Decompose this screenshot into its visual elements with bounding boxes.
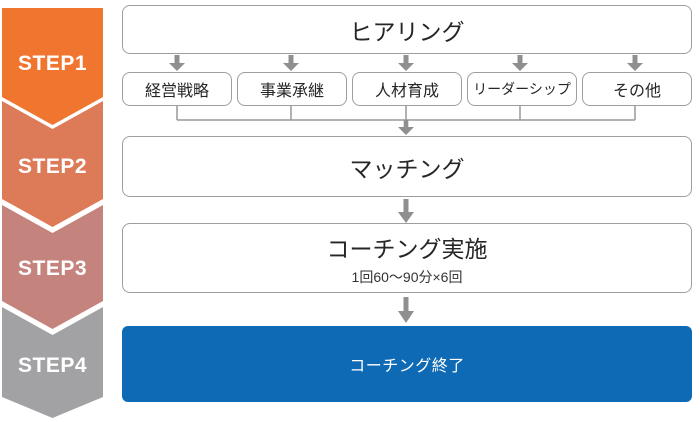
arrow-down-icon: [283, 55, 299, 71]
arrow-down-icon: [398, 199, 414, 223]
hearing-title: ヒアリング: [349, 18, 465, 45]
step4-label: STEP4: [17, 354, 88, 377]
category-box-hr-development: 人材育成: [352, 72, 462, 106]
step3-label: STEP3: [17, 257, 88, 280]
step2-chevron: [2, 101, 103, 227]
step1-label: STEP1: [17, 52, 88, 75]
arrow-down-icon: [627, 55, 643, 71]
coaching-box: コーチング実施 1回60〜90分×6回: [122, 223, 692, 293]
category-box-leadership: リーダーシップ: [467, 72, 577, 106]
category-box-other: その他: [582, 72, 692, 106]
category-box-business-succession: 事業承継: [237, 72, 347, 106]
step-chevron-column: [2, 8, 103, 418]
category-box-management-strategy: 経営戦略: [122, 72, 232, 106]
arrow-down-icon: [169, 55, 185, 71]
coaching-end-title: コーチング終了: [349, 358, 465, 375]
coaching-subtitle: 1回60〜90分×6回: [351, 268, 463, 285]
matching-title: マッチング: [349, 155, 465, 182]
step3-chevron: [2, 205, 103, 329]
arrow-down-icon: [398, 120, 415, 135]
hearing-box: ヒアリング: [122, 5, 692, 54]
coaching-title: コーチング実施: [326, 235, 488, 262]
category-merge-connector: [176, 106, 636, 135]
step1-chevron: [2, 8, 103, 125]
arrow-down-icon: [512, 55, 528, 71]
step4-chevron: [2, 307, 103, 418]
matching-box: マッチング: [122, 136, 692, 197]
arrow-down-icon: [398, 55, 414, 71]
coaching-end-box: コーチング終了: [122, 326, 692, 402]
arrow-down-icon: [398, 297, 414, 323]
category-row: 経営戦略 事業承継 人材育成 リーダーシップ その他: [122, 72, 692, 106]
step2-label: STEP2: [17, 155, 88, 178]
